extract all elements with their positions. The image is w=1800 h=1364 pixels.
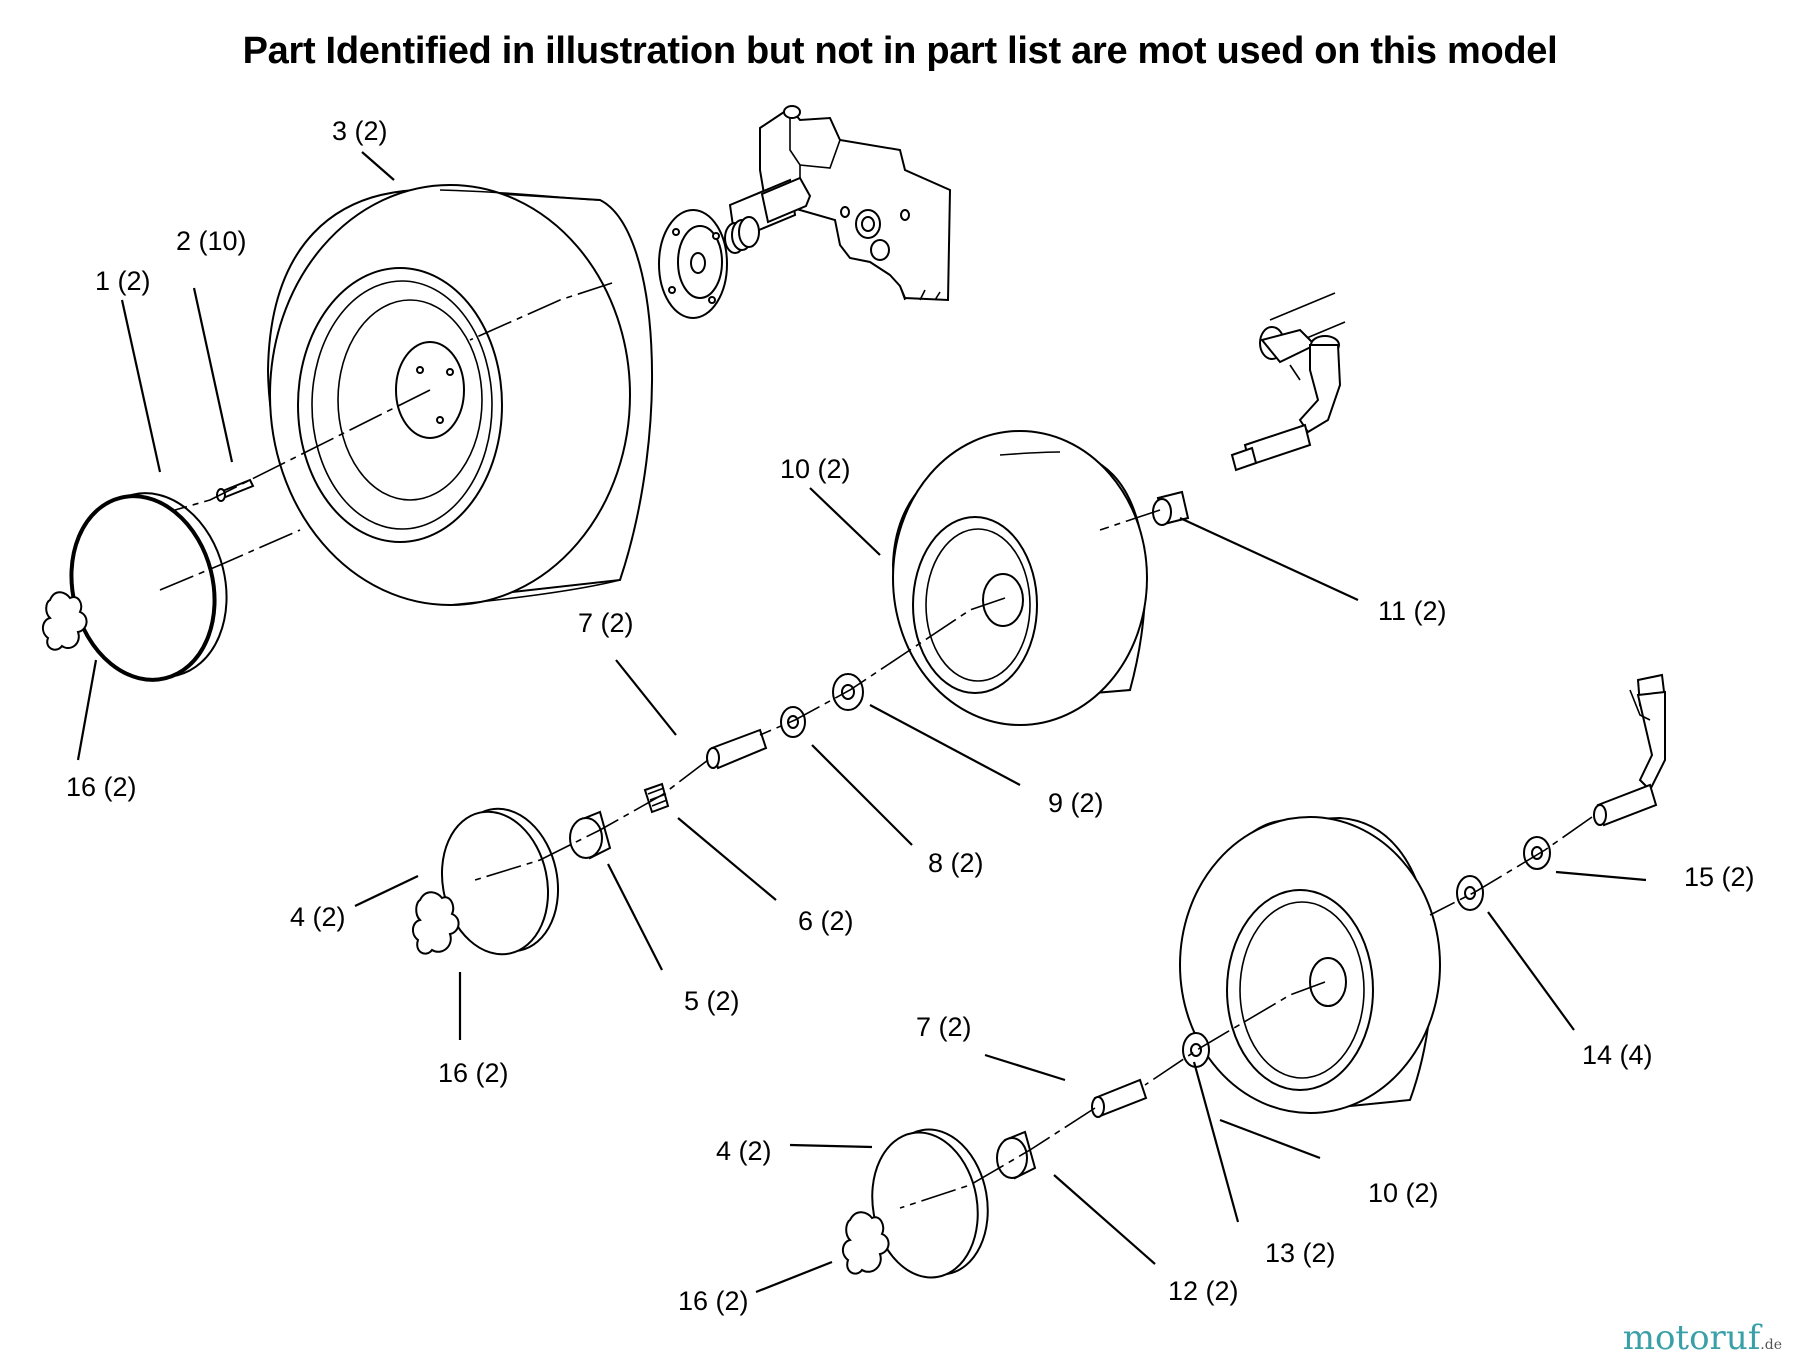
washer-part-8 [780,706,806,738]
callout-16-2-bottom: 16 (2) [678,1286,749,1316]
spindle-lower [1593,673,1667,827]
callout-7-2-lower: 7 (2) [916,1012,972,1042]
rear-tire-part-3 [266,184,654,606]
hubcap-lower-part-4 [871,1128,989,1279]
washer-part-13 [1182,1032,1210,1068]
callout-14-4: 14 (4) [1582,1040,1653,1070]
leader-lines [76,151,1647,1294]
callout-1-2: 1 (2) [95,266,151,296]
callout-10-2-lower: 10 (2) [1368,1178,1439,1208]
washer-part-14 [1456,875,1484,911]
callout-7-2-upper: 7 (2) [578,608,634,638]
watermark-logo: motoruf.de [1623,1318,1782,1358]
callout-3-2: 3 (2) [332,116,388,146]
decal-part-16-c [842,1211,890,1275]
hubcap-part-1 [69,492,228,682]
callout-4-2-lower: 4 (2) [716,1136,772,1166]
callout-16-2-middle: 16 (2) [438,1058,509,1088]
callout-8-2: 8 (2) [928,848,984,878]
callout-2-10: 2 (10) [176,226,247,256]
callout-16-2-left: 16 (2) [66,772,137,802]
watermark-text: motoruf [1622,1318,1761,1358]
bearing-part-5 [569,810,612,860]
callout-5-2: 5 (2) [684,986,740,1016]
callout-9-2: 9 (2) [1048,788,1104,818]
transmission-housing [658,105,952,319]
decal-part-16-a [42,591,88,651]
callout-11-2: 11 (2) [1378,596,1447,626]
centerlines [159,282,1593,1209]
bearing-part-12 [996,1130,1037,1180]
washer-part-15 [1523,836,1551,870]
decal-part-16-b [412,891,460,955]
lug-bolt-part-2 [216,478,255,502]
front-tire-lower-part-10 [1179,816,1441,1114]
callout-13-2: 13 (2) [1265,1238,1336,1268]
watermark-tld: .de [1760,1337,1782,1353]
spindle-upper [1230,292,1346,472]
hubcap-upper-part-4 [440,807,560,956]
callout-labels: 3 (2) 2 (10) 1 (2) 10 (2) 11 (2) 7 (2) 1… [66,116,1755,1316]
diagram-title: Part Identified in illustration but not … [242,30,1558,72]
callout-15-2: 15 (2) [1684,862,1755,892]
bushing-lower-part-7 [1091,1078,1148,1118]
callout-4-2-upper: 4 (2) [290,902,346,932]
front-tire-upper-part-10 [891,430,1148,726]
bushing-upper-part-7 [706,728,768,770]
callout-12-2: 12 (2) [1168,1276,1239,1306]
callout-6-2: 6 (2) [798,906,854,936]
callout-10-2-upper: 10 (2) [780,454,851,484]
